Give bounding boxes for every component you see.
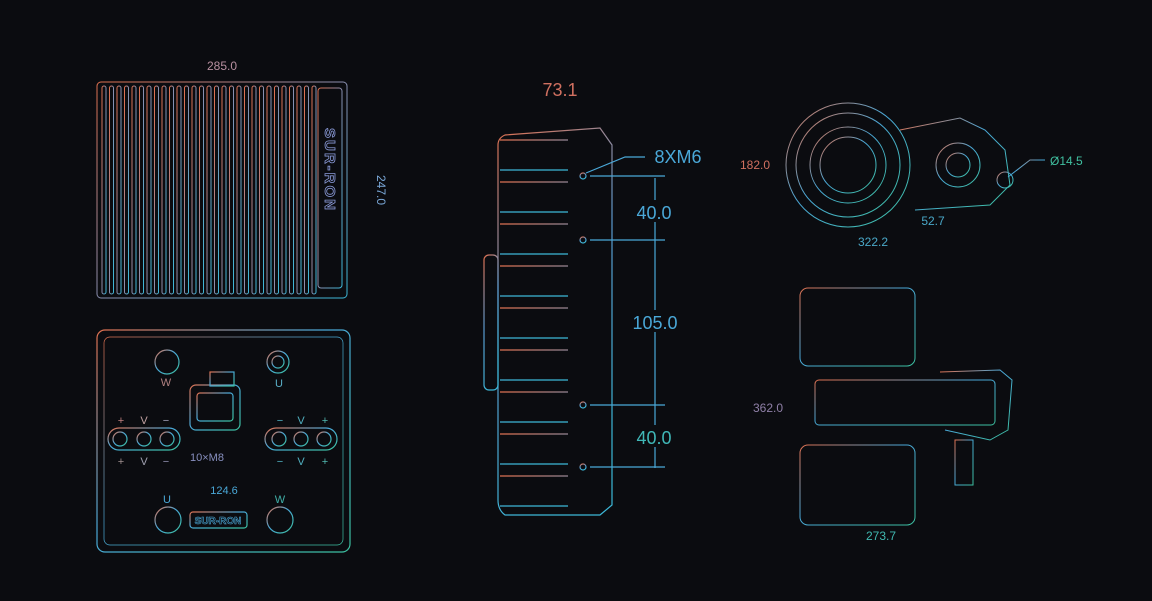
connector-view bbox=[96, 329, 351, 553]
bolt-callout: 10×M8 bbox=[190, 452, 224, 464]
fin bbox=[500, 433, 568, 465]
fin bbox=[154, 85, 159, 295]
fin bbox=[206, 85, 212, 295]
fin bbox=[236, 85, 242, 295]
depth-label: 73.1 bbox=[542, 80, 577, 100]
terminal-label: − bbox=[163, 456, 169, 468]
top-height-label: 247.0 bbox=[374, 175, 388, 205]
fin bbox=[500, 139, 568, 171]
terminal-label: − bbox=[277, 456, 283, 468]
terminal-label: V bbox=[297, 415, 305, 427]
bolt-callout-side: 8XM6 bbox=[654, 147, 701, 167]
fin bbox=[161, 85, 167, 295]
fin bbox=[500, 349, 568, 381]
connector-labels: W U + V − + V − − V + − V + 10×M8 124.6 … bbox=[118, 377, 328, 527]
fin bbox=[199, 85, 204, 295]
fin bbox=[191, 85, 197, 295]
terminal-label: − bbox=[277, 415, 283, 427]
fin bbox=[500, 181, 568, 213]
fin bbox=[304, 85, 309, 295]
top-width-label: 285.0 bbox=[207, 59, 237, 73]
fin bbox=[116, 85, 122, 295]
length-label: 322.2 bbox=[858, 235, 888, 249]
fin bbox=[311, 85, 317, 295]
fin bbox=[139, 85, 144, 295]
fin bbox=[274, 85, 279, 295]
fin bbox=[289, 85, 294, 295]
fin bbox=[266, 85, 272, 295]
top-logo: SUR-RON bbox=[321, 128, 338, 212]
motor-width-label: 273.7 bbox=[866, 529, 896, 543]
terminal-label: + bbox=[118, 415, 124, 427]
fin bbox=[109, 85, 114, 295]
spacing-label: 40.0 bbox=[636, 428, 671, 448]
terminal-label: V bbox=[140, 415, 148, 427]
label-u: U bbox=[275, 378, 283, 390]
fin bbox=[500, 223, 568, 255]
terminal-label: + bbox=[118, 456, 124, 468]
terminal-label: V bbox=[140, 456, 148, 468]
fin bbox=[146, 85, 152, 295]
label-w: W bbox=[161, 377, 172, 389]
signal-connector bbox=[189, 384, 241, 431]
phase-u-port bbox=[154, 506, 182, 534]
heatsink-outline bbox=[96, 81, 348, 299]
side-view bbox=[483, 80, 665, 516]
fin bbox=[500, 475, 568, 507]
fin bbox=[251, 85, 257, 295]
logo-plate bbox=[317, 87, 343, 289]
terminal-label: + bbox=[322, 456, 328, 468]
motor-total-height-label: 362.0 bbox=[753, 401, 783, 415]
terminal-label: + bbox=[322, 415, 328, 427]
offset-label: 52.7 bbox=[921, 214, 945, 228]
fin bbox=[229, 85, 234, 295]
fin bbox=[259, 85, 264, 295]
label-w-bottom: W bbox=[275, 494, 286, 506]
terminal-label: − bbox=[163, 415, 169, 427]
fin bbox=[169, 85, 174, 295]
shaft-diameter-label: Ø14.5 bbox=[1050, 154, 1083, 168]
fin bbox=[131, 85, 137, 295]
fin bbox=[221, 85, 227, 295]
fin bbox=[244, 85, 249, 295]
phase-w-port bbox=[154, 349, 180, 375]
fin bbox=[101, 85, 107, 295]
connector-logo: SUR-RON bbox=[195, 516, 242, 527]
heatsink-fins bbox=[101, 85, 317, 295]
fin bbox=[500, 307, 568, 339]
fin bbox=[296, 85, 302, 295]
fin bbox=[124, 85, 129, 295]
fin bbox=[500, 265, 568, 297]
fin bbox=[176, 85, 182, 295]
spacing-label: 105.0 bbox=[632, 313, 677, 333]
motor-side-view bbox=[748, 99, 1045, 244]
terminal-label: V bbox=[297, 456, 305, 468]
fin bbox=[500, 391, 568, 423]
fin bbox=[214, 85, 219, 295]
spacing-dimension: 124.6 bbox=[210, 485, 238, 497]
motor-height-label: 182.0 bbox=[740, 158, 770, 172]
motor-top-view bbox=[766, 287, 1013, 540]
label-u-bottom: U bbox=[163, 494, 171, 506]
fin bbox=[281, 85, 287, 295]
spacing-label: 40.0 bbox=[636, 203, 671, 223]
fin bbox=[184, 85, 189, 295]
phase-w-port-bottom bbox=[266, 506, 294, 534]
